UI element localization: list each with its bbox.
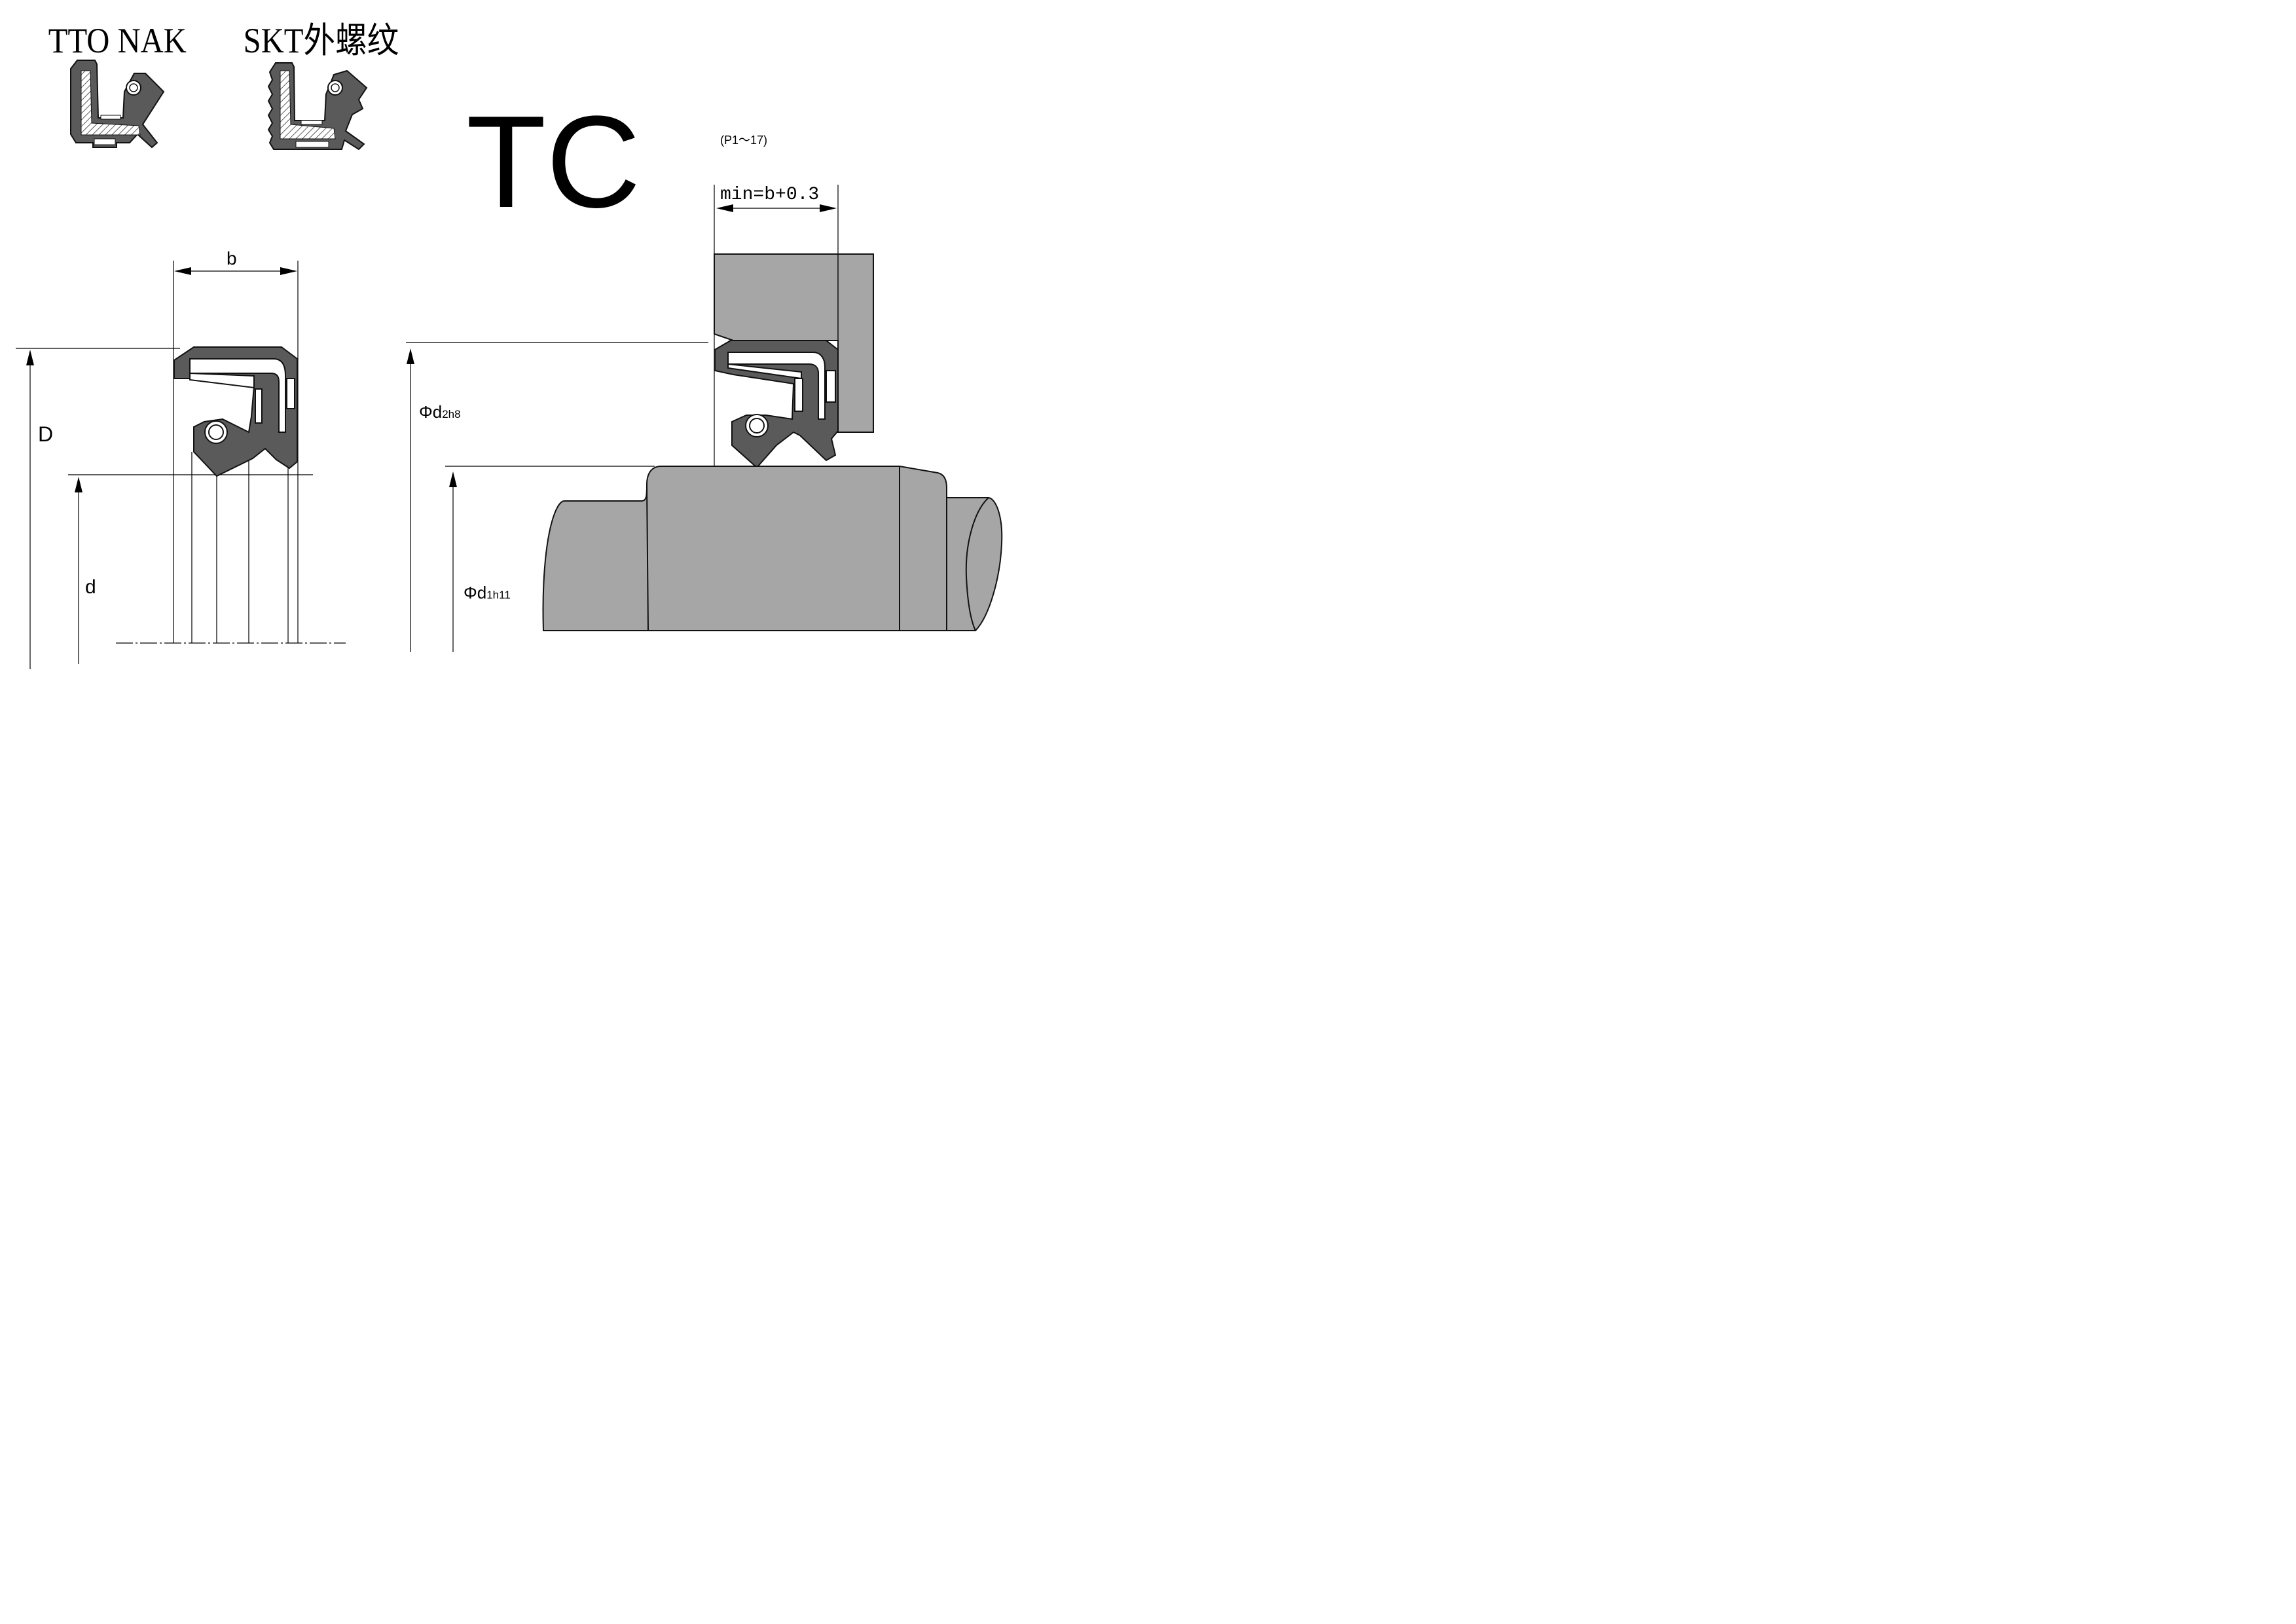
shaft [542, 466, 1003, 631]
dim-d1-label: Φd1h11 [464, 583, 511, 602]
pressure-range: (P1～17) [720, 134, 767, 147]
title-tc: TC [466, 89, 641, 235]
dim-d-label: d [85, 576, 96, 598]
right-assembly-drawing: min=b+0.3 Φd2h8 Φd1h11 [406, 185, 1003, 652]
dim-D-label: D [38, 422, 53, 446]
dim-d1-subscript: 1h11 [486, 589, 511, 601]
tc-seal-drawing: TTO NAK SKT外螺纹 TC (P1～17) b [16, 22, 1003, 669]
dim-d2-subscript: 2h8 [442, 408, 460, 420]
tto-nak-seal-icon [70, 60, 165, 149]
dim-d2-label: Φd2h8 [419, 402, 461, 422]
min-formula-label: min=b+0.3 [720, 185, 819, 205]
dim-b-label: b [227, 248, 237, 268]
left-section-drawing: b D d [16, 248, 346, 669]
skt-seal-icon [267, 62, 368, 151]
brand-skt: SKT外螺纹 [244, 22, 399, 61]
brand-tto-nak: TTO NAK [48, 22, 187, 61]
